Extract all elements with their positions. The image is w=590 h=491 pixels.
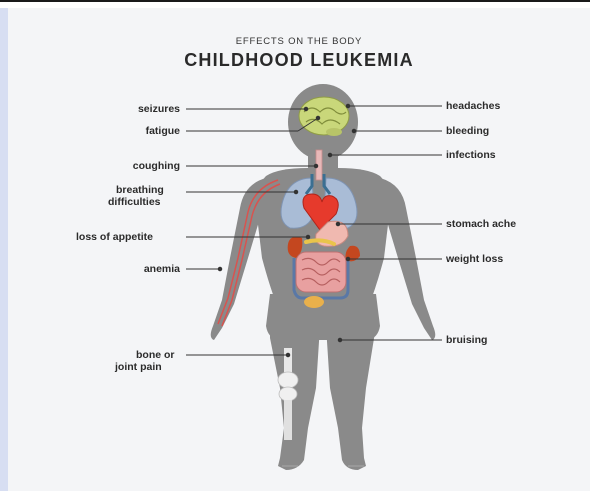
label-bone-line1: bone or	[136, 349, 175, 361]
label-bleeding: bleeding	[446, 125, 489, 137]
label-bruising: bruising	[446, 334, 487, 346]
label-stomach-ache: stomach ache	[446, 218, 516, 230]
label-breathing-line1: breathing	[116, 184, 164, 196]
label-bone-line2: joint pain	[115, 361, 162, 373]
body-diagram	[8, 8, 590, 491]
label-headaches: headaches	[446, 100, 500, 112]
label-weight-loss: weight loss	[446, 253, 503, 265]
left-band	[0, 8, 8, 491]
infographic-canvas: EFFECTS ON THE BODY CHILDHOOD LEUKEMIA	[8, 8, 590, 491]
label-infections: infections	[446, 149, 496, 161]
label-anemia: anemia	[106, 263, 180, 275]
label-loss-of-appetite: loss of appetite	[76, 231, 153, 243]
label-coughing: coughing	[106, 160, 180, 172]
top-rule	[0, 0, 590, 8]
label-fatigue: fatigue	[106, 125, 180, 137]
label-seizures: seizures	[106, 103, 180, 115]
brain-icon	[299, 97, 349, 136]
label-breathing-line2: difficulties	[108, 196, 161, 208]
